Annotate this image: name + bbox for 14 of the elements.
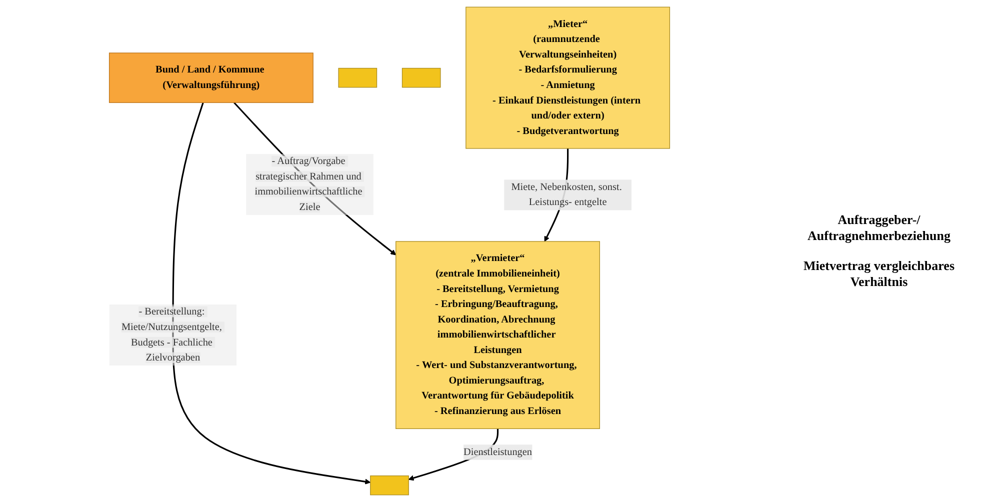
- node-box: Bund / Land / Kommune (Verwaltungsführung): [108, 52, 314, 103]
- edge-label: Dienstleistungen: [464, 446, 532, 458]
- note-text: Mietvertrag vergleichbares Verhältnis: [802, 258, 956, 290]
- arrow: [172, 102, 371, 484]
- node-box: „Vermieter“ (zentrale Immobilieneinheit) - Bereitstellung, Vermietung - Erbringung/Beauftragung, Koordination, Abrechnung immobilienwirtschaftlicher Leistungen - Wert- und Substanzverantwortung, Optimierungsauftrag, Verantwortung für Gebäudepolitik - Refinanzierung aus Erlösen: [396, 241, 600, 429]
- edge-label: Miete, Nebenkosten, sonst. Leistungs- entgelte: [511, 182, 622, 208]
- edge-label: - Auftrag/Vorgabe strategischer Rahmen und immobilienwirtschaftliche Ziele: [254, 156, 362, 212]
- node-box: [370, 475, 409, 496]
- node-box: [338, 68, 378, 88]
- edge-label: - Bereitstellung: Miete/Nutzungsentgelte, Budgets - Fachliche Zielvorgaben: [121, 306, 222, 364]
- arrow: [234, 102, 396, 256]
- note-text: Auftraggeber-/ Auftragnehmerbeziehung: [806, 212, 952, 244]
- node-box: „Mieter“ (raumnutzende Verwaltungseinheiten) - Bedarfsformulierung - Anmietung - Einkauf Dienstleistungen (intern und/oder extern) - Budgetverantwortung: [466, 6, 670, 149]
- node-box: [402, 68, 441, 88]
